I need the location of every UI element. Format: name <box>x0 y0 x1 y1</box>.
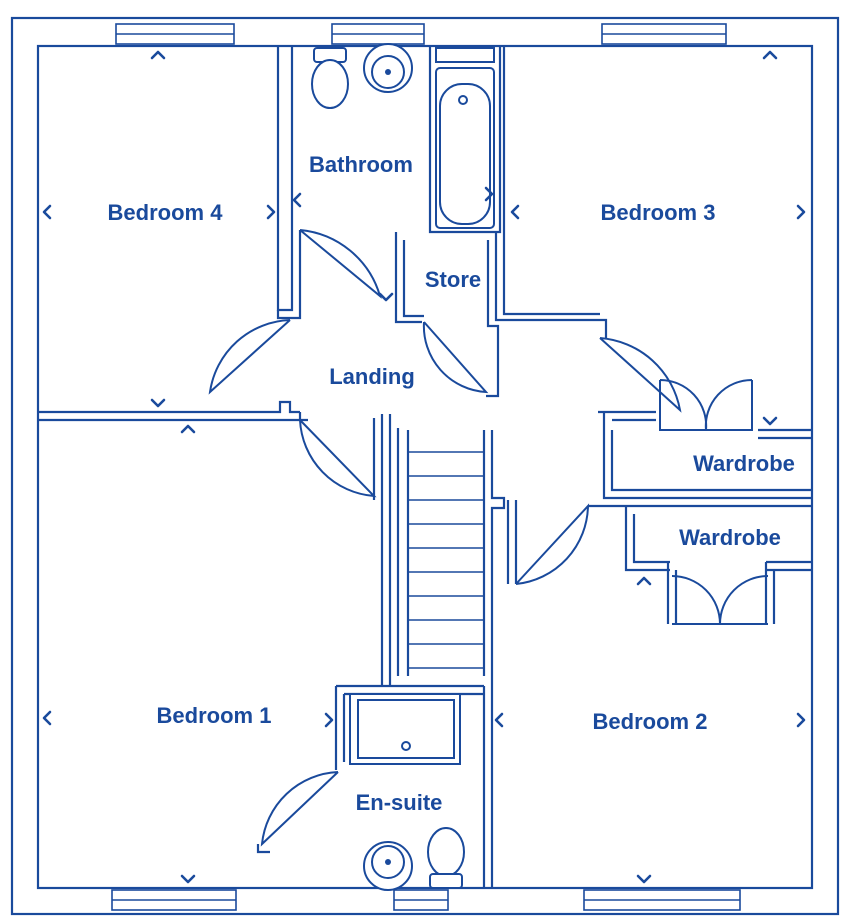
label-bedroom-4: Bedroom 4 <box>108 200 224 225</box>
outer-walls <box>10 16 840 916</box>
label-bedroom-1: Bedroom 1 <box>157 703 272 728</box>
windows <box>111 23 741 911</box>
label-store: Store <box>425 267 481 292</box>
label-bathroom: Bathroom <box>309 152 413 177</box>
label-bedroom-3: Bedroom 3 <box>601 200 716 225</box>
label-landing: Landing <box>329 364 415 389</box>
label-wardrobe-upper: Wardrobe <box>693 451 795 476</box>
doors <box>208 229 769 847</box>
interior-walls <box>38 46 812 888</box>
staircase <box>408 451 484 669</box>
label-bedroom-2: Bedroom 2 <box>593 709 708 734</box>
label-wardrobe-lower: Wardrobe <box>679 525 781 550</box>
label-en-suite: En-suite <box>356 790 443 815</box>
dimension-arrows <box>42 50 806 884</box>
fixtures <box>311 43 495 891</box>
ensuite-toilet-icon <box>427 827 465 877</box>
toilet-bowl-icon <box>311 59 349 109</box>
room-labels: Bedroom 4 Bathroom Bedroom 3 Store Landi… <box>108 152 795 815</box>
